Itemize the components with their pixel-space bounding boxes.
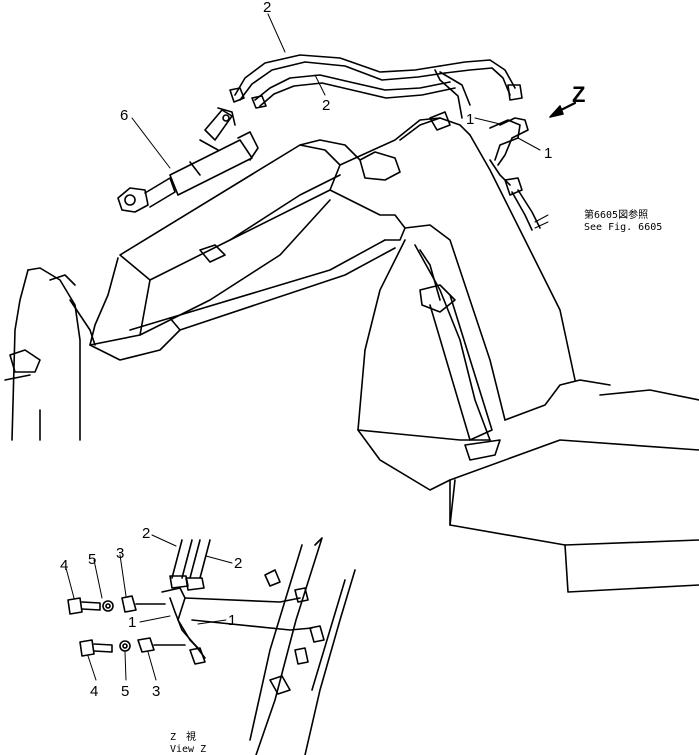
callout-pipe-b: 1: [544, 145, 552, 162]
swing-cylinder: [419, 284, 501, 461]
detail-leaders: [65, 534, 233, 681]
view-caption-en: View Z: [170, 744, 206, 755]
chassis: [449, 389, 699, 593]
detail-callout-bolt-bottom: 4: [90, 683, 98, 700]
detail-callout-washer-top: 5: [88, 551, 96, 568]
detail-callout-pipe-right: 1: [228, 612, 236, 629]
pipes-part-1: [489, 117, 541, 231]
reference-note-jp: 第6605図参照: [584, 208, 648, 221]
callout-pipe-a: 1: [466, 111, 474, 128]
detail-hoses: [169, 539, 211, 591]
boom-fittings: [199, 107, 451, 151]
detail-callout-bolt-top: 4: [60, 557, 68, 574]
callout-hose-a: 2: [263, 0, 271, 16]
detail-callout-clamp-top: 3: [116, 545, 124, 562]
boom: [89, 117, 471, 361]
upper-hoses: [229, 54, 523, 119]
reference-note-en: See Fig. 6605: [584, 222, 662, 233]
callout-view-z: Z: [572, 82, 585, 107]
detail-pipes: [161, 569, 325, 695]
swing-bracket: [357, 117, 611, 491]
detail-callout-hose-right: 2: [234, 555, 242, 572]
detail-callout-pipe-left: 1: [128, 614, 136, 631]
callout-cylinder: 6: [120, 107, 128, 124]
view-caption-jp: Z 視: [170, 730, 196, 743]
cylinder-part-6: [117, 131, 259, 213]
detail-callout-hose-left: 2: [142, 525, 150, 542]
detail-callout-washer-bottom: 5: [121, 683, 129, 700]
left-arm: [4, 267, 96, 441]
callout-hose-b: 2: [322, 97, 330, 114]
view-arrow: [549, 101, 577, 118]
leader-lines: [131, 13, 549, 229]
detail-rails: [249, 537, 356, 755]
detail-fasteners: [67, 595, 186, 657]
detail-callout-clamp-bottom: 3: [152, 683, 160, 700]
